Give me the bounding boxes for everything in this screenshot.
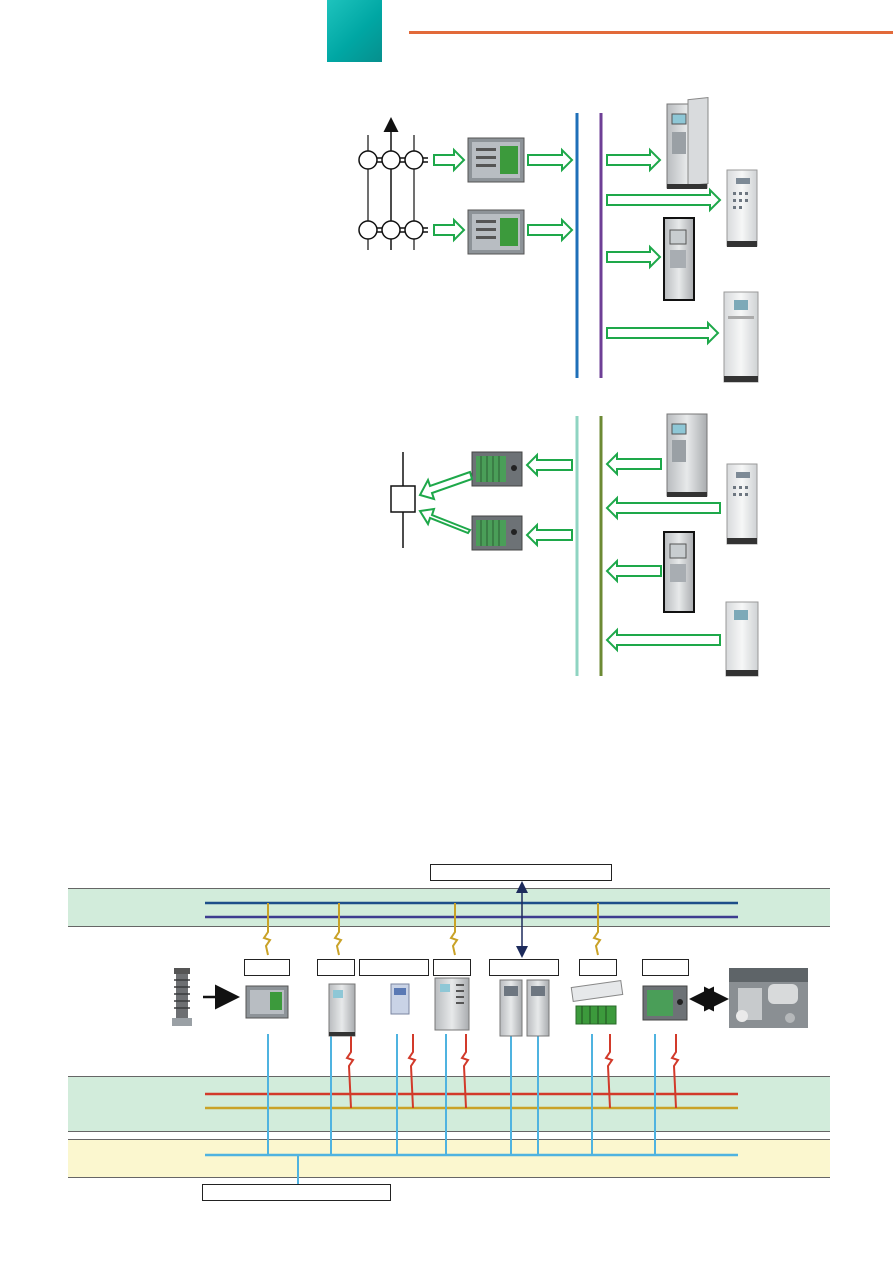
breaker (390, 485, 416, 513)
io-unit-1 (471, 451, 523, 487)
current-transformer-1 (358, 150, 428, 170)
device-3-relay (390, 983, 410, 1015)
switchgear-photo (729, 968, 808, 1028)
device-1-merging-unit (245, 985, 289, 1019)
device-label-2 (317, 959, 355, 976)
protection-cabinet-2 (726, 169, 758, 247)
station-network-band (68, 888, 830, 927)
protection-cabinet-4 (723, 291, 759, 383)
device-label-1 (244, 959, 290, 976)
device-label-4 (433, 959, 471, 976)
merging-unit-1 (467, 137, 525, 183)
device-label-5 (489, 959, 559, 976)
process-network-band (68, 1076, 830, 1132)
io-unit-2 (471, 515, 523, 551)
bus-to-cabinet-arrows (606, 147, 722, 346)
cabinet-7 (663, 531, 695, 613)
device-label-3 (359, 959, 429, 976)
cabinet-6 (726, 463, 758, 545)
cabinet-to-bus-arrows (605, 451, 721, 653)
device-6-io-module (570, 980, 624, 1025)
current-transformer-2 (358, 220, 428, 240)
header-rule (409, 31, 893, 34)
merging-unit-2 (467, 209, 525, 255)
device-5-twin-cabinets (499, 979, 550, 1037)
protection-cabinet-3 (663, 217, 695, 301)
protection-cabinet-1 (666, 97, 709, 189)
cabinet-5 (666, 413, 708, 497)
top-system-box (430, 864, 612, 881)
bus-to-io-arrows (418, 452, 573, 548)
device-label-7 (642, 959, 689, 976)
device-4-cabinet (434, 977, 470, 1031)
mu-to-bus-arrows (527, 147, 574, 243)
device-label-6 (579, 959, 617, 976)
ct-to-mu-arrows (433, 147, 466, 243)
bottom-system-box (202, 1184, 391, 1201)
section-marker-square (327, 0, 382, 62)
device-2-cabinet (328, 983, 356, 1037)
control-bus-diagram (390, 413, 759, 677)
cabinet-8 (725, 601, 759, 677)
instrument-transformer (172, 968, 192, 1026)
device-7-io-unit (642, 985, 688, 1021)
time-sync-band (68, 1139, 830, 1178)
process-bus-diagram (358, 97, 759, 383)
